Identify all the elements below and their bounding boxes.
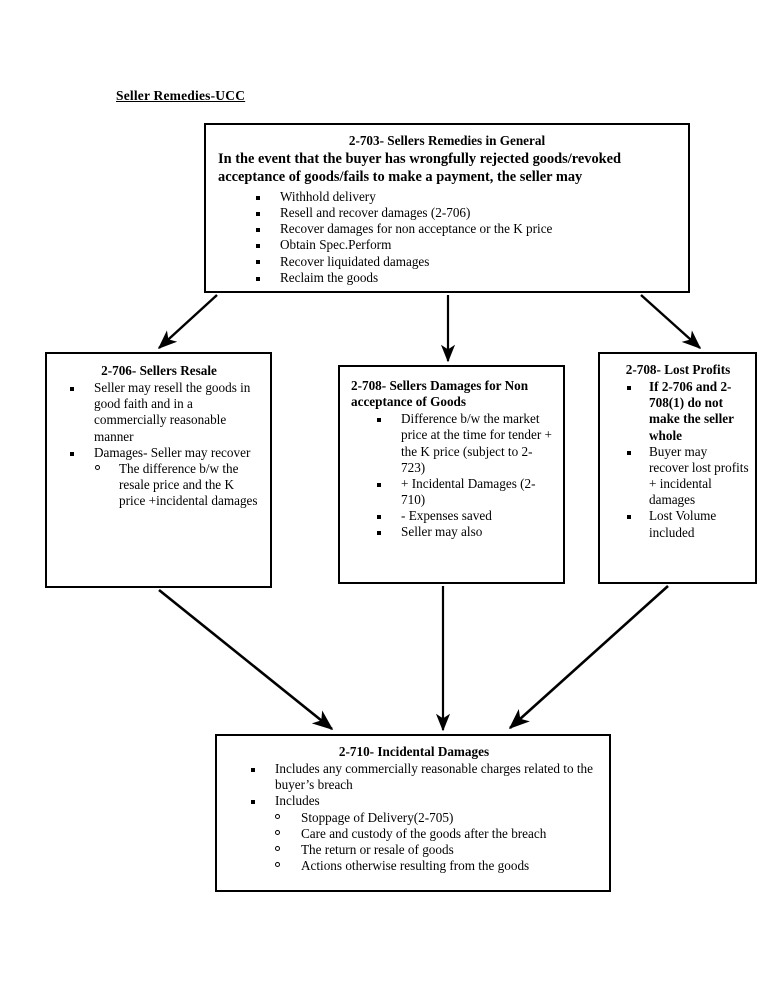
square-bullet-icon xyxy=(256,211,260,216)
list-item-label: Difference b/w the market price at the t… xyxy=(401,411,552,475)
list-item-label: Reclaim the goods xyxy=(280,269,379,285)
square-bullet-icon xyxy=(256,260,260,265)
square-bullet-icon xyxy=(377,418,381,423)
list-item: Actions otherwise resulting from the goo… xyxy=(275,858,601,874)
list-item: Recover damages for non acceptance or th… xyxy=(256,221,676,237)
list-item-label: Recover liquidated damages xyxy=(280,253,430,269)
list-item-label: The return or resale of goods xyxy=(301,841,454,857)
list-item-label: - Expenses saved xyxy=(401,508,492,524)
list-item: The difference b/w the resale price and … xyxy=(95,461,261,510)
node-sellers-resale[interactable]: 2-706- Sellers Resale Seller may resell … xyxy=(45,352,272,588)
list-item: Stoppage of Delivery(2-705) xyxy=(275,810,601,826)
arrow-2706-to-2710 xyxy=(158,588,334,731)
square-bullet-icon xyxy=(70,386,74,391)
node-lost-profits[interactable]: 2-708- Lost Profits If 2-706 and 2-708(1… xyxy=(598,352,757,584)
square-bullet-icon xyxy=(627,385,631,390)
node-incidental-damages[interactable]: 2-710- Incidental Damages Includes any c… xyxy=(215,734,611,892)
list-item-label: Buyer may recover lost profits + inciden… xyxy=(649,443,749,508)
list-item: If 2-706 and 2-708(1) do not make the se… xyxy=(627,379,749,444)
list-item-label: The difference b/w the resale price and … xyxy=(119,460,258,509)
list-item: Difference b/w the market price at the t… xyxy=(377,411,553,476)
bullet-list: Seller may resell the goods in good fait… xyxy=(70,380,261,461)
square-bullet-icon xyxy=(256,195,260,200)
square-bullet-icon xyxy=(377,482,381,487)
page-title: Seller Remedies-UCC xyxy=(116,88,246,103)
node-title: 2-706- Sellers Resale xyxy=(101,363,217,378)
node-sellers-remedies-general[interactable]: 2-703- Sellers Remedies in General In th… xyxy=(204,123,690,293)
square-bullet-icon xyxy=(251,767,255,772)
list-item-label: Seller may also xyxy=(401,524,483,540)
list-item-label: Obtain Spec.Perform xyxy=(280,237,392,253)
square-bullet-icon xyxy=(256,228,260,233)
list-item-label: Seller may resell the goods in good fait… xyxy=(94,380,251,444)
list-item-label: Stoppage of Delivery(2-705) xyxy=(301,809,454,825)
list-item-label: If 2-706 and 2-708(1) do not make the se… xyxy=(649,379,734,443)
list-item-label: Includes any commercially reasonable cha… xyxy=(275,761,593,793)
list-item: Includes xyxy=(251,793,601,809)
list-item-label: Care and custody of the goods after the … xyxy=(301,825,547,841)
square-bullet-icon xyxy=(377,531,381,536)
list-item: Lost Volume included xyxy=(627,508,749,540)
sub-bullet-list: The difference b/w the resale price and … xyxy=(95,461,261,510)
list-item-label: Lost Volume included xyxy=(649,508,717,540)
bullet-list: If 2-706 and 2-708(1) do not make the se… xyxy=(627,379,749,541)
list-item: Resell and recover damages (2-706) xyxy=(256,205,676,221)
square-bullet-icon xyxy=(251,800,255,805)
list-item: The return or resale of goods xyxy=(275,842,601,858)
list-item: Buyer may recover lost profits + inciden… xyxy=(627,444,749,509)
list-item: Damages- Seller may recover xyxy=(70,445,261,461)
list-item: Seller may also xyxy=(377,524,553,540)
list-item: Withhold delivery xyxy=(256,189,676,205)
square-bullet-icon xyxy=(627,515,631,520)
node-lead-text: In the event that the buyer has wrongful… xyxy=(218,151,622,185)
list-item: + Incidental Damages (2-710) xyxy=(377,476,553,508)
arrow-2703-to-2708lp xyxy=(640,294,702,349)
list-item-label: + Incidental Damages (2-710) xyxy=(401,475,536,508)
list-item: Recover liquidated damages xyxy=(256,254,676,270)
square-bullet-icon xyxy=(627,450,631,455)
arrow-2703-to-2706 xyxy=(157,294,218,349)
list-item-label: Recover damages for non acceptance or th… xyxy=(280,221,553,237)
list-item-label: Damages- Seller may recover xyxy=(94,444,251,460)
bullet-list: Includes any commercially reasonable cha… xyxy=(251,761,601,810)
circle-bullet-icon xyxy=(275,862,281,868)
circle-bullet-icon xyxy=(275,845,281,852)
list-item: Includes any commercially reasonable cha… xyxy=(251,761,601,793)
bullet-list: Difference b/w the market price at the t… xyxy=(377,411,553,540)
circle-bullet-icon xyxy=(275,829,281,835)
circle-bullet-icon xyxy=(95,464,101,471)
bullet-list: Withhold delivery Resell and recover dam… xyxy=(256,189,676,286)
arrow-2708lp-to-2710 xyxy=(508,585,669,730)
node-title: 2-708- Sellers Damages for Non acceptanc… xyxy=(351,378,529,410)
square-bullet-icon xyxy=(256,244,260,249)
node-title: 2-708- Lost Profits xyxy=(625,362,731,377)
node-title: 2-703- Sellers Remedies in General xyxy=(348,133,546,148)
list-item-label: Withhold delivery xyxy=(280,188,376,204)
list-item: Seller may resell the goods in good fait… xyxy=(70,380,261,445)
list-item-label: Includes xyxy=(275,793,320,809)
list-item: Care and custody of the goods after the … xyxy=(275,826,601,842)
list-item: Reclaim the goods xyxy=(256,270,676,286)
node-title: 2-710- Incidental Damages xyxy=(338,744,490,759)
sub-bullet-list: Stoppage of Delivery(2-705) Care and cus… xyxy=(275,810,601,875)
node-damages-non-acceptance[interactable]: 2-708- Sellers Damages for Non acceptanc… xyxy=(338,365,565,584)
list-item: - Expenses saved xyxy=(377,508,553,524)
circle-bullet-icon xyxy=(275,813,281,819)
square-bullet-icon xyxy=(70,451,74,456)
square-bullet-icon xyxy=(377,515,381,520)
list-item-label: Actions otherwise resulting from the goo… xyxy=(301,858,530,874)
list-item: Obtain Spec.Perform xyxy=(256,237,676,253)
list-item-label: Resell and recover damages (2-706) xyxy=(280,204,471,220)
square-bullet-icon xyxy=(256,276,260,281)
